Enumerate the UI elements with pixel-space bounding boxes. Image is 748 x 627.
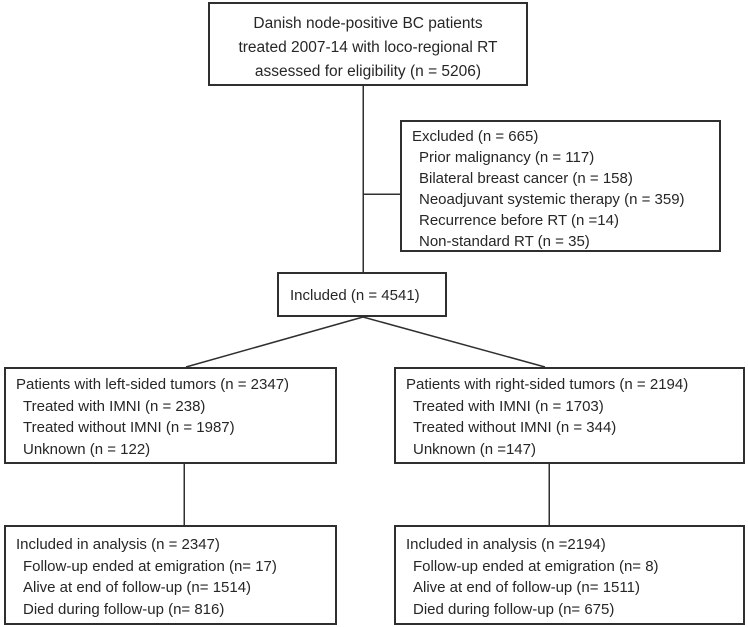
excluded-title: Excluded (n = 665) (412, 128, 539, 145)
eligibility-line: assessed for eligibility (n = 5206) (254, 63, 482, 80)
right-analysis-item: Died during follow-up (n= 675) (413, 600, 615, 618)
right-analysis-box: Included in analysis (n =2194) Follow-up… (394, 525, 745, 625)
excluded-item: Recurrence before RT (n =14) (419, 212, 619, 229)
connector-included-to-right-tumors (362, 316, 546, 368)
excluded-box: Excluded (n = 665) Prior malignancy (n =… (400, 120, 721, 252)
left-tumors-title: Patients with left-sided tumors (n = 234… (16, 376, 290, 393)
left-tumors-item: Unknown (n = 122) (23, 440, 151, 458)
left-analysis-item: Alive at end of follow-up (n= 1514) (23, 579, 252, 596)
left-tumors-item: Treated without IMNI (n = 1987) (23, 419, 235, 436)
right-analysis-item: Follow-up ended at emigration (n= 8) (413, 557, 659, 575)
eligibility-line: treated 2007-14 with loco-regional RT (238, 39, 498, 56)
right-tumors-item: Unknown (n =147) (413, 440, 536, 458)
right-tumors-item: Treated without IMNI (n = 344) (413, 419, 617, 436)
left-analysis-item: Follow-up ended at emigration (n= 17) (23, 557, 277, 575)
right-analysis-title: Included in analysis (n =2194) (406, 536, 606, 553)
left-tumors-item: Treated with IMNI (n = 238) (23, 397, 206, 415)
included-box: Included (n = 4541) (277, 272, 447, 317)
included-title: Included (n = 4541) (290, 287, 420, 304)
excluded-item: Neoadjuvant systemic therapy (n = 359) (419, 191, 685, 208)
right-tumors-box: Patients with right-sided tumors (n = 21… (394, 367, 745, 464)
right-tumors-item: Treated with IMNI (n = 1703) (413, 397, 604, 415)
left-analysis-item: Died during follow-up (n= 816) (23, 600, 225, 618)
left-analysis-title: Included in analysis (n = 2347) (16, 536, 220, 553)
left-analysis-box: Included in analysis (n = 2347) Follow-u… (4, 525, 337, 625)
right-tumors-title: Patients with right-sided tumors (n = 21… (406, 376, 689, 393)
eligibility-line: Danish node-positive BC patients (253, 15, 483, 32)
left-tumors-box: Patients with left-sided tumors (n = 234… (4, 367, 337, 464)
right-analysis-item: Alive at end of follow-up (n= 1511) (413, 579, 640, 596)
eligibility-box: Danish node-positive BC patients treated… (208, 2, 528, 86)
excluded-item: Non-standard RT (n = 35) (419, 233, 590, 250)
excluded-item: Bilateral breast cancer (n = 158) (419, 170, 633, 187)
excluded-item: Prior malignancy (n = 117) (419, 149, 595, 166)
connector-included-to-left-tumors (185, 316, 364, 368)
